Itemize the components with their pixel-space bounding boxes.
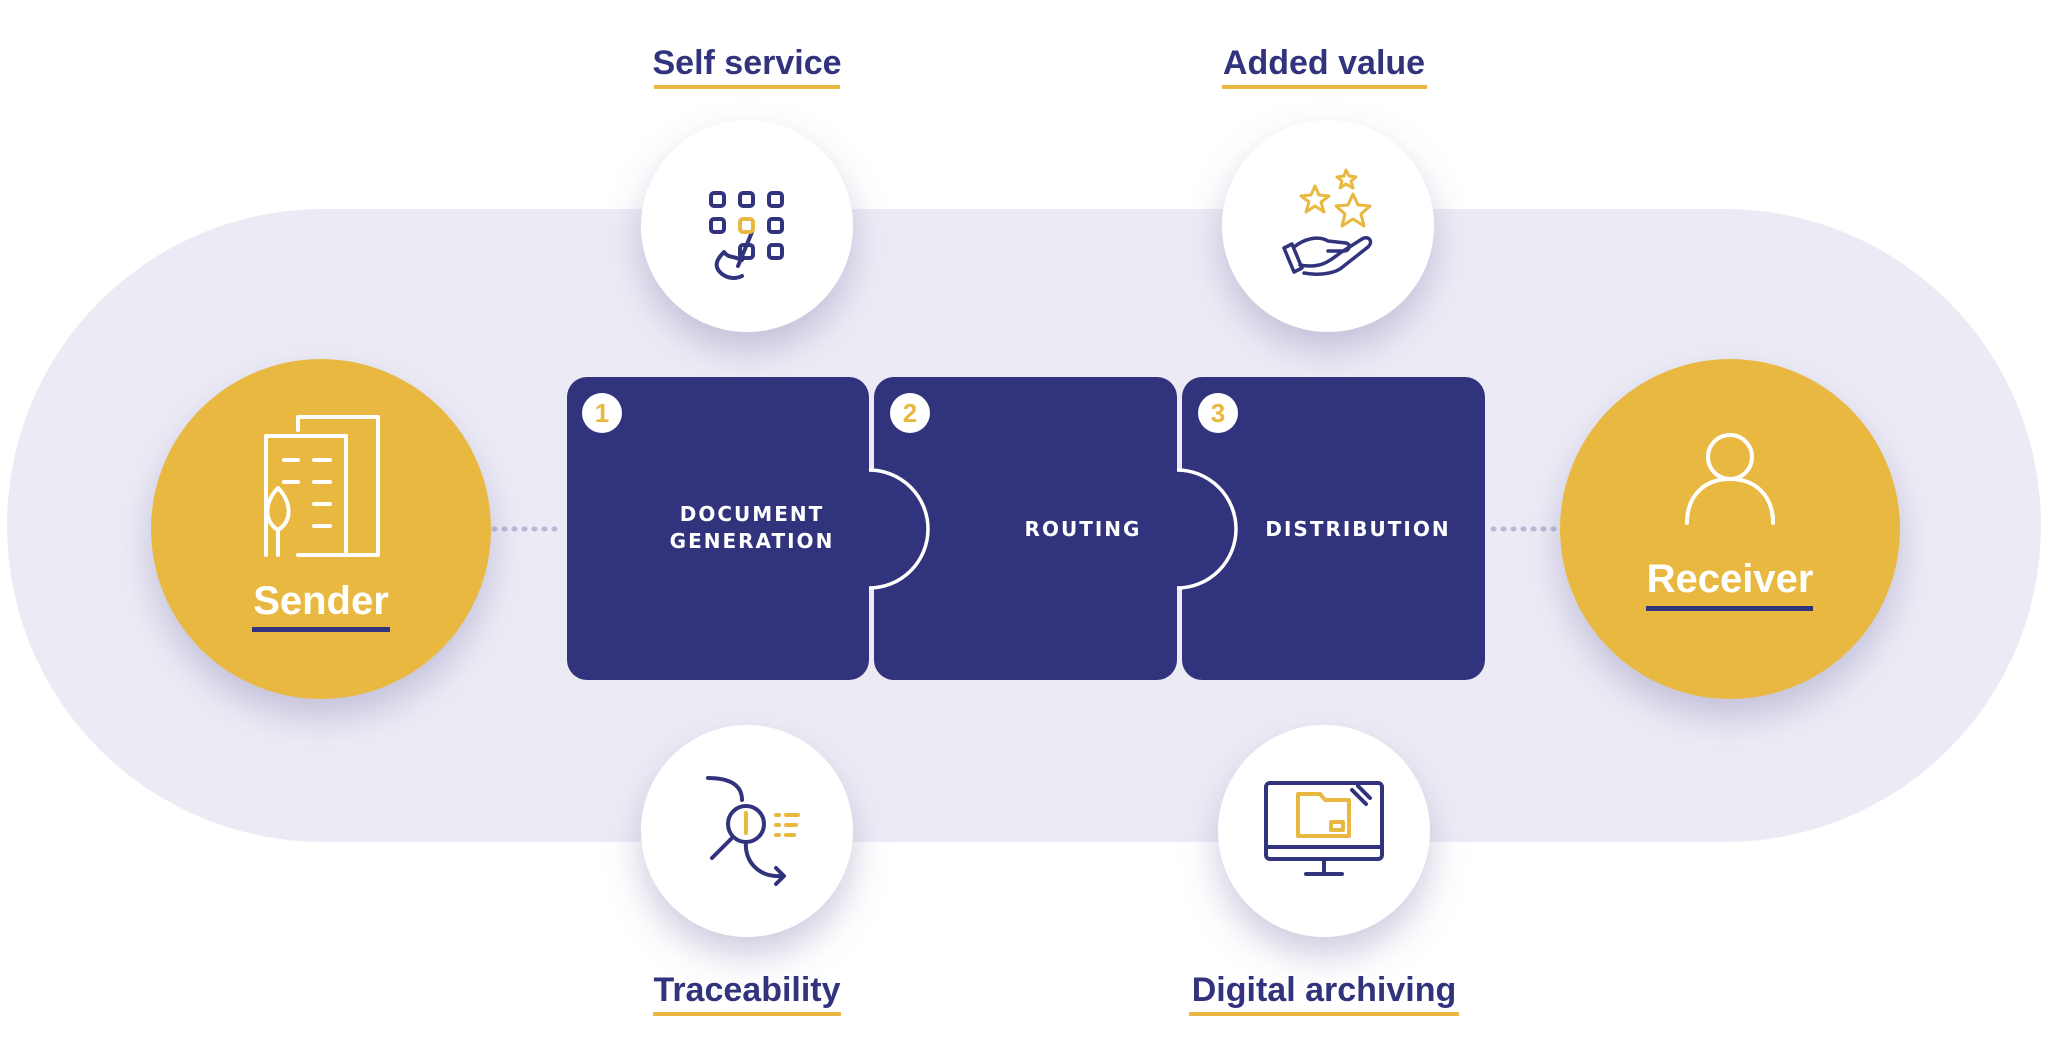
monitor-folder-icon (1264, 781, 1384, 876)
digital-archiving-label: Digital archiving (1192, 971, 1457, 1009)
feature-traceability: Traceability (641, 725, 853, 1016)
digital-archiving-underline (1189, 1012, 1459, 1016)
magnifier-path-icon (706, 776, 800, 886)
feature-digital-archiving: Digital archiving (1189, 725, 1459, 1016)
step-2-label: ROUTING (1025, 517, 1142, 541)
step-1-piece (567, 377, 869, 680)
receiver-node: Receiver (1560, 359, 1900, 699)
step-1-badge (582, 393, 622, 433)
self-service-circle (641, 120, 853, 332)
puzzle-tab-2-bridge (1170, 472, 1180, 586)
step-3-number: 3 (1211, 398, 1225, 428)
puzzle-tab-2 (1176, 468, 1238, 590)
step-1-label-line2: GENERATION (670, 529, 835, 553)
self-service-underline (654, 85, 840, 89)
user-icon (1685, 433, 1775, 525)
sender-underline (252, 627, 390, 632)
receiver-underline (1646, 606, 1813, 611)
added-value-circle (1222, 120, 1434, 332)
process-steps: 1 2 3 DOCUMENT GENERATION ROUTING DISTRI… (567, 377, 1485, 680)
step-2-piece (874, 377, 1177, 680)
receiver-label: Receiver (1647, 557, 1814, 601)
digital-archiving-circle (1218, 725, 1430, 937)
traceability-label: Traceability (653, 971, 840, 1009)
sender-node: Sender (151, 359, 491, 699)
step-1-number: 1 (595, 398, 609, 428)
step-3-label: DISTRIBUTION (1265, 517, 1450, 541)
building-leaf-icon (264, 415, 380, 557)
step-3-piece (1182, 377, 1485, 680)
self-service-label: Self service (652, 44, 841, 82)
added-value-label: Added value (1223, 44, 1425, 82)
puzzle-tab-1 (868, 468, 930, 590)
keypad-touch-icon (709, 191, 784, 280)
hand-stars-icon (1282, 168, 1373, 276)
step-1-label-line1: DOCUMENT (680, 502, 824, 526)
sender-label: Sender (253, 579, 389, 623)
sender-circle (151, 359, 491, 699)
feature-added-value: Added value (1222, 44, 1434, 332)
receiver-circle (1560, 359, 1900, 699)
feature-self-service: Self service (641, 44, 853, 332)
step-2-number: 2 (903, 398, 917, 428)
puzzle-tab-1-bridge (862, 472, 872, 586)
traceability-underline (653, 1012, 841, 1016)
step-2-badge (890, 393, 930, 433)
step-3-badge (1198, 393, 1238, 433)
added-value-underline (1222, 85, 1427, 89)
